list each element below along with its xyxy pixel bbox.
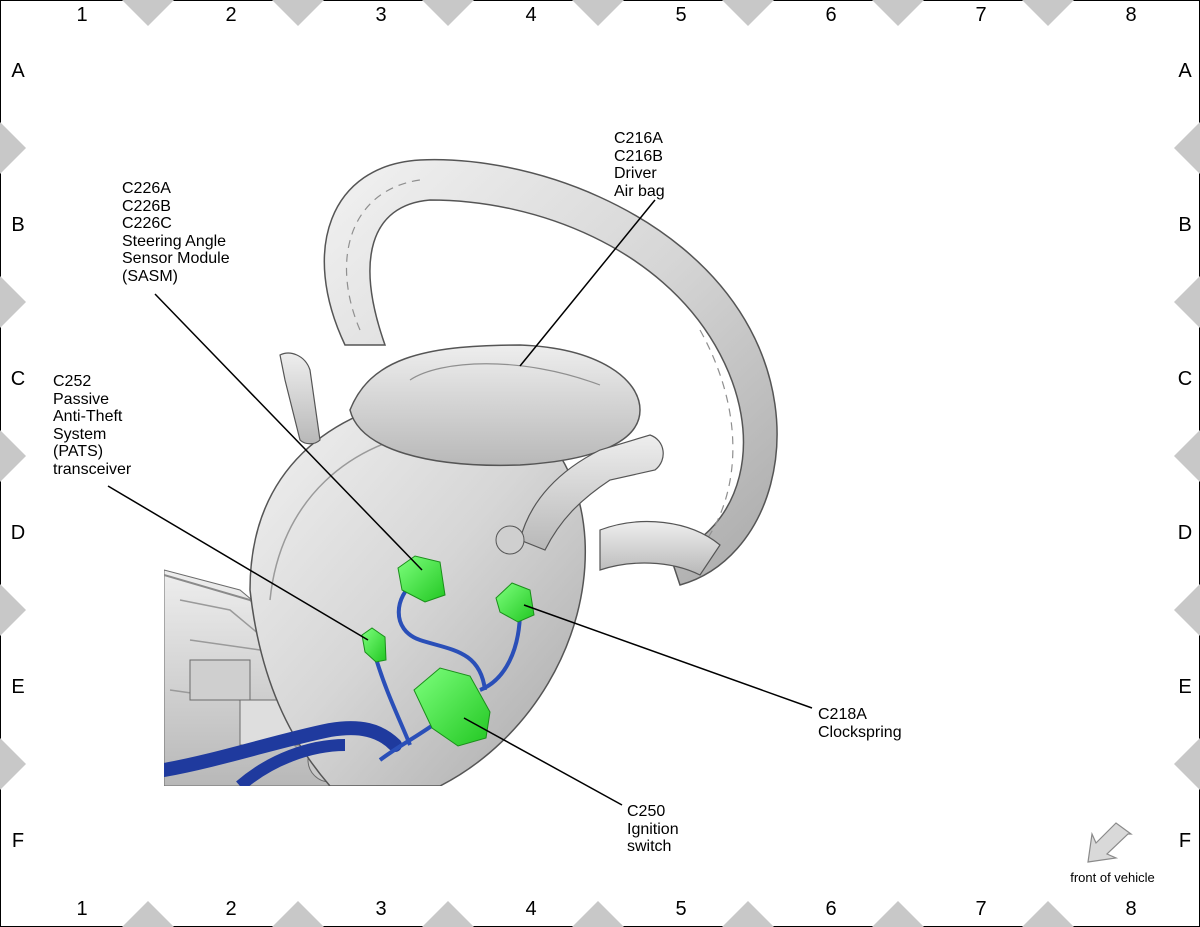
callout-line: C216A — [614, 130, 663, 147]
grid-row-d: D — [10, 522, 26, 544]
grid-row-b-right: B — [1178, 214, 1192, 236]
callout-line: C226B — [122, 197, 171, 215]
callout-line: Driver — [614, 165, 657, 182]
callout-line: switch — [627, 838, 672, 855]
grid-col-4: 4 — [525, 4, 537, 26]
grid-col-3-bottom: 3 — [375, 898, 387, 920]
front-of-vehicle-label: front of vehicle — [1070, 870, 1155, 885]
callout-line: Sensor Module — [122, 250, 230, 267]
steering-column-illustration — [164, 158, 778, 786]
grid-row-f: F — [11, 830, 25, 852]
callout-line: C218A — [818, 706, 867, 723]
grid-col-6-bottom: 6 — [825, 898, 837, 920]
grid-col-7: 7 — [975, 4, 987, 26]
grid-col-7-bottom: 7 — [975, 898, 987, 920]
grid-col-1: 1 — [76, 4, 88, 26]
grid-col-5: 5 — [675, 4, 687, 26]
grid-col-5-bottom: 5 — [675, 898, 687, 920]
grid-col-2: 2 — [225, 4, 237, 26]
grid-row-e: E — [11, 676, 25, 698]
grid-col-1-bottom: 1 — [76, 898, 88, 920]
grid-col-3: 3 — [375, 4, 387, 26]
callout-line: Passive — [53, 390, 110, 408]
callout-pats: C252 Passive Anti-Theft System (PATS) tr… — [53, 373, 131, 478]
grid-row-e-right: E — [1178, 676, 1192, 698]
grid-row-f-right: F — [1178, 830, 1192, 852]
callout-clockspring: C218A Clockspring — [818, 706, 902, 741]
front-of-vehicle-arrow-icon — [1087, 822, 1133, 863]
callout-line: Ignition — [627, 820, 679, 838]
callout-ignition-switch: C250 Ignition switch — [627, 803, 679, 856]
grid-row-c-right: C — [1177, 368, 1193, 390]
callout-line: Clockspring — [818, 723, 902, 741]
grid-row-b: B — [11, 214, 25, 236]
connector-c250 — [413, 667, 491, 747]
callout-line: Air bag — [614, 182, 665, 200]
grid-col-4-bottom: 4 — [525, 898, 537, 920]
callout-line: C226C — [122, 215, 172, 232]
grid-col-6: 6 — [825, 4, 837, 26]
callout-driver-air-bag: C216A C216B Driver Air bag — [614, 130, 665, 200]
grid-col-2-bottom: 2 — [225, 898, 237, 920]
grid-row-a: A — [11, 60, 25, 82]
connector-c226 — [397, 555, 446, 603]
callout-line: C250 — [627, 803, 666, 820]
callout-line: Anti-Theft — [53, 408, 123, 425]
connector-c218a — [495, 582, 535, 623]
leader-lines — [107, 199, 813, 806]
grid-row-d-right: D — [1177, 522, 1193, 544]
callout-sasm: C226A C226B C226C Steering Angle Sensor … — [122, 180, 230, 285]
callout-line: (PATS) — [53, 443, 104, 460]
callout-line: Steering Angle — [122, 232, 227, 250]
grid-col-8: 8 — [1125, 4, 1137, 26]
grid-row-a-right: A — [1178, 60, 1192, 82]
callout-line: transceiver — [53, 460, 132, 478]
callout-line: (SASM) — [122, 267, 178, 285]
callout-line: C216B — [614, 147, 663, 165]
connector-c252 — [361, 627, 387, 663]
callout-line: System — [53, 425, 107, 443]
callout-line: C226A — [122, 180, 171, 197]
callout-line: C252 — [53, 373, 92, 390]
grid-col-8-bottom: 8 — [1125, 898, 1137, 920]
grid-row-c: C — [10, 368, 26, 390]
